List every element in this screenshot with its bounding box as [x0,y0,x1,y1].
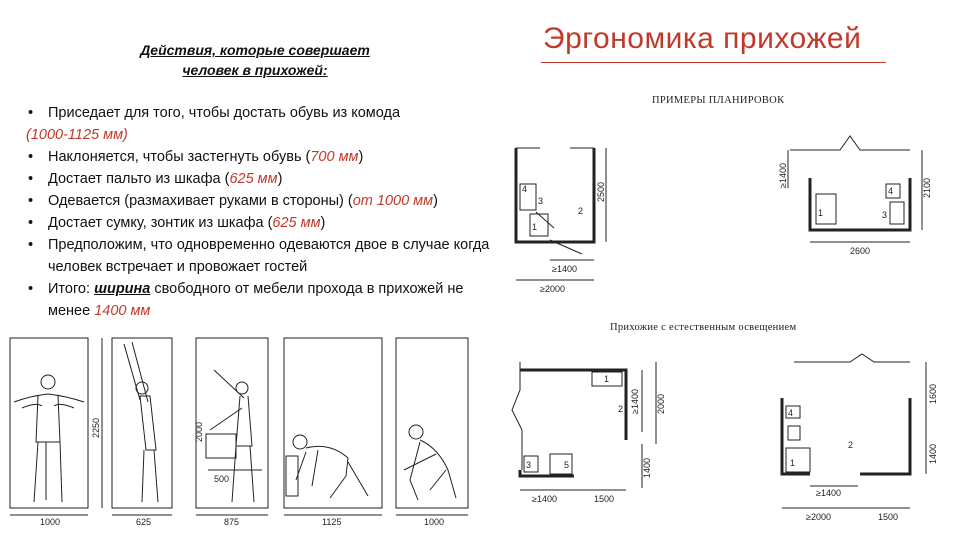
dimension-label: ≥2000 [806,512,831,522]
list-item: •Приседает для того, чтобы достать обувь… [26,105,401,143]
figure-reaching-shelf: 2000 500 875 [194,337,269,527]
item-number: 1 [604,374,609,384]
dimension-label: ≥1400 [552,264,577,274]
section-heading: Действия, которые совершает человек в пр… [110,40,400,80]
dimension-label: 2600 [850,246,870,256]
item-number: 4 [888,186,893,196]
page-title: Эргономика прихожей [543,22,862,55]
list-item: •Одевается (размахивает руками в стороны… [28,193,438,209]
bullet-value: от 1000 мм [352,193,434,209]
dimension-label: 1400 [642,458,652,478]
plan-diagram-2: ≥1400 2100 2600 1 4 3 [778,135,932,256]
item-number: 4 [522,184,527,194]
width-label: 1000 [40,517,60,527]
height-label: 2000 [194,422,204,442]
bullet-text: свободного от мебели прохода в прихожей … [48,281,464,319]
item-number: 1 [790,458,795,468]
plans-caption: ПРИМЕРЫ ПЛАНИРОВОК [652,95,785,106]
bullet-value: (1000-1125 мм) [26,127,128,143]
dimension-label: 2000 [656,394,666,414]
bullet-emphasis: ширина [94,281,151,297]
height-label: 2250 [91,418,101,438]
item-number: 1 [532,222,537,232]
item-number: 2 [578,206,583,216]
bullet-text: Достает пальто из шкафа [48,171,221,187]
figure-reaching-coat: 2250 625 [91,337,173,527]
item-number: 4 [788,408,793,418]
bullet-text: Предположим, что одновременно одеваются … [48,237,490,275]
list-item: •Достает пальто из шкафа (625 мм) [28,171,283,187]
dimension-label: 1500 [594,494,614,504]
figure-squatting: 1000 [395,337,469,527]
item-number: 3 [538,196,543,206]
figure-kneeling: 1125 [283,337,383,527]
item-number: 2 [618,404,623,414]
width-label: 1000 [424,517,444,527]
width-label: 625 [136,517,151,527]
item-number: 5 [564,460,569,470]
dimension-label: 2500 [596,182,606,202]
dimension-label: 1500 [878,512,898,522]
plan-diagram-3: ≥1400 2000 1400 ≥1400 1500 1 2 3 5 [511,362,666,504]
bullet-value: 1400 мм [94,303,151,319]
bullet-text: Одевается (размахивает руками в стороны) [48,193,344,209]
width-label: 875 [224,517,239,527]
width-label: 1125 [322,517,341,527]
dimension-label: 2100 [922,178,932,198]
bullet-value: 700 мм [310,149,359,165]
dimension-label: ≥1400 [816,488,841,498]
bullet-value: 625 мм [272,215,321,231]
dimension-label: ≥2000 [540,284,565,294]
title-underline [541,62,886,63]
bullet-text: Достает сумку, зонтик из шкафа [48,215,264,231]
bullet-text: Наклоняется, чтобы застегнуть обувь [48,149,302,165]
dimension-label: ≥1400 [778,163,788,188]
figure-spread-arms: 1000 [9,337,89,527]
ergonomic-figures-drawing: 1000 2250 625 2000 500 875 1125 1000 [9,337,469,527]
list-item: •Наклоняется, чтобы застегнуть обувь (70… [28,149,364,165]
dimension-label: 1400 [928,444,938,464]
heading-line-1: Действия, которые совершает [140,42,370,58]
heading-line-2: человек в прихожей: [182,62,328,78]
item-number: 3 [526,460,531,470]
plan-diagram-1: 2500 ≥1400 ≥2000 4 3 1 2 [514,147,607,294]
natural-light-caption: Прихожие с естественным освещением [610,322,797,333]
plan-diagram-4: 1600 1400 ≥1400 ≥2000 1500 4 1 2 [780,353,938,522]
dimension-label: 1600 [928,384,938,404]
bullet-value: 625 мм [229,171,278,187]
dimension-label: ≥1400 [532,494,557,504]
item-number: 2 [848,440,853,450]
list-item: •Итого: ширина свободного от мебели прох… [28,281,464,319]
dimension-label: ≥1400 [630,389,640,414]
bullet-prefix: Итого: [48,281,95,297]
item-number: 3 [882,210,887,220]
list-item: •Достает сумку, зонтик из шкафа (625 мм) [28,215,326,231]
list-item: •Предположим, что одновременно одеваются… [28,237,490,275]
actions-list: •Приседает для того, чтобы достать обувь… [26,102,501,322]
height-label: 500 [214,474,229,484]
item-number: 1 [818,208,823,218]
bullet-text: Приседает для того, чтобы достать обувь … [48,105,401,121]
